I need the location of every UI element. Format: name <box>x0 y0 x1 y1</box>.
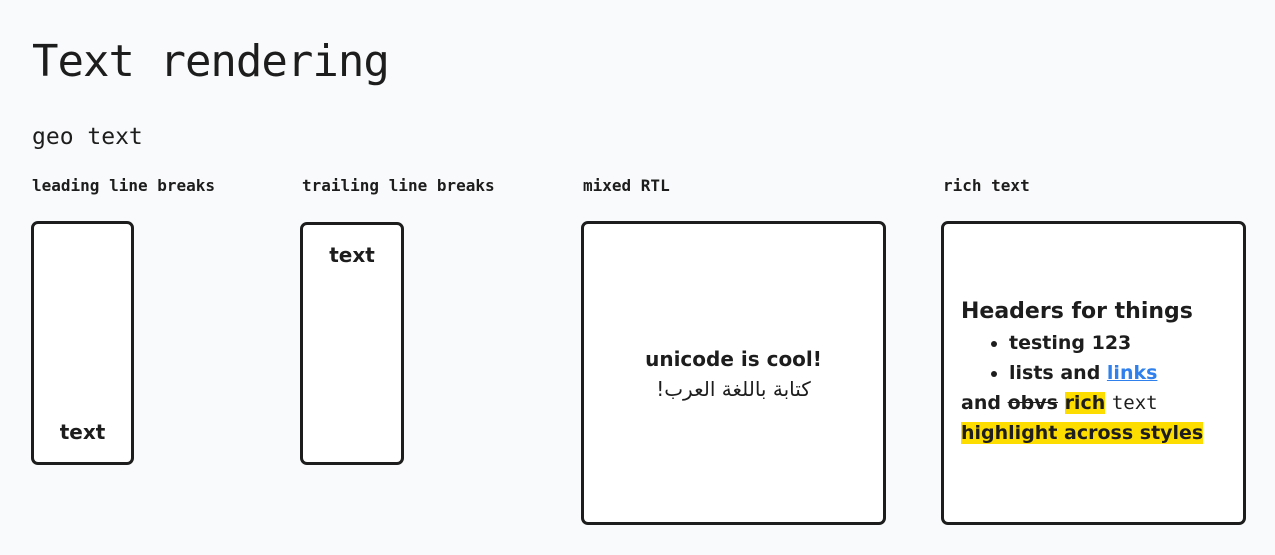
trailing-shape-text: text <box>329 243 375 267</box>
page-title: Text rendering <box>32 36 390 87</box>
mixed-rtl-text: unicode is cool! كتابة باللغة العرب! <box>584 344 883 404</box>
highlight-across-styles-text: highlight across styles <box>961 422 1204 444</box>
rich-text-heading: Headers for things <box>961 299 1193 324</box>
highlighted-text: rich <box>1064 392 1106 414</box>
rich-text-content: Headers for things testing 123 lists and… <box>961 296 1241 448</box>
section-title: geo text <box>32 124 143 150</box>
list-item-text: lists and <box>1009 362 1101 384</box>
mixed-rtl-line-arabic: كتابة باللغة العرب! <box>656 377 811 401</box>
strikethrough-text: obvs <box>1007 392 1058 414</box>
code-text: text <box>1111 392 1158 414</box>
mixed-rtl-shape[interactable]: unicode is cool! كتابة باللغة العرب! <box>581 221 886 525</box>
trailing-line-breaks-shape[interactable]: text <box>300 222 404 465</box>
rich-text-highlight-line: highlight across styles <box>961 418 1241 448</box>
label-leading-line-breaks: leading line breaks <box>32 176 216 195</box>
leading-shape-text: text <box>59 420 106 444</box>
rich-text-list: testing 123 lists and links <box>961 328 1241 388</box>
leading-line-breaks-shape[interactable]: text <box>31 221 134 465</box>
label-mixed-rtl: mixed RTL <box>583 176 670 195</box>
label-trailing-line-breaks: trailing line breaks <box>302 176 495 195</box>
rich-text-shape[interactable]: Headers for things testing 123 lists and… <box>941 221 1246 525</box>
list-item-text: testing 123 <box>1009 332 1132 354</box>
list-item: testing 123 <box>1009 328 1241 358</box>
and-text: and <box>961 392 1001 414</box>
label-rich-text: rich text <box>943 176 1030 195</box>
list-item: lists and links <box>1009 358 1241 388</box>
mixed-rtl-line-latin: unicode is cool! <box>645 347 822 371</box>
links-link[interactable]: links <box>1106 362 1158 384</box>
rich-text-styled-line: and obvs rich text <box>961 388 1241 418</box>
